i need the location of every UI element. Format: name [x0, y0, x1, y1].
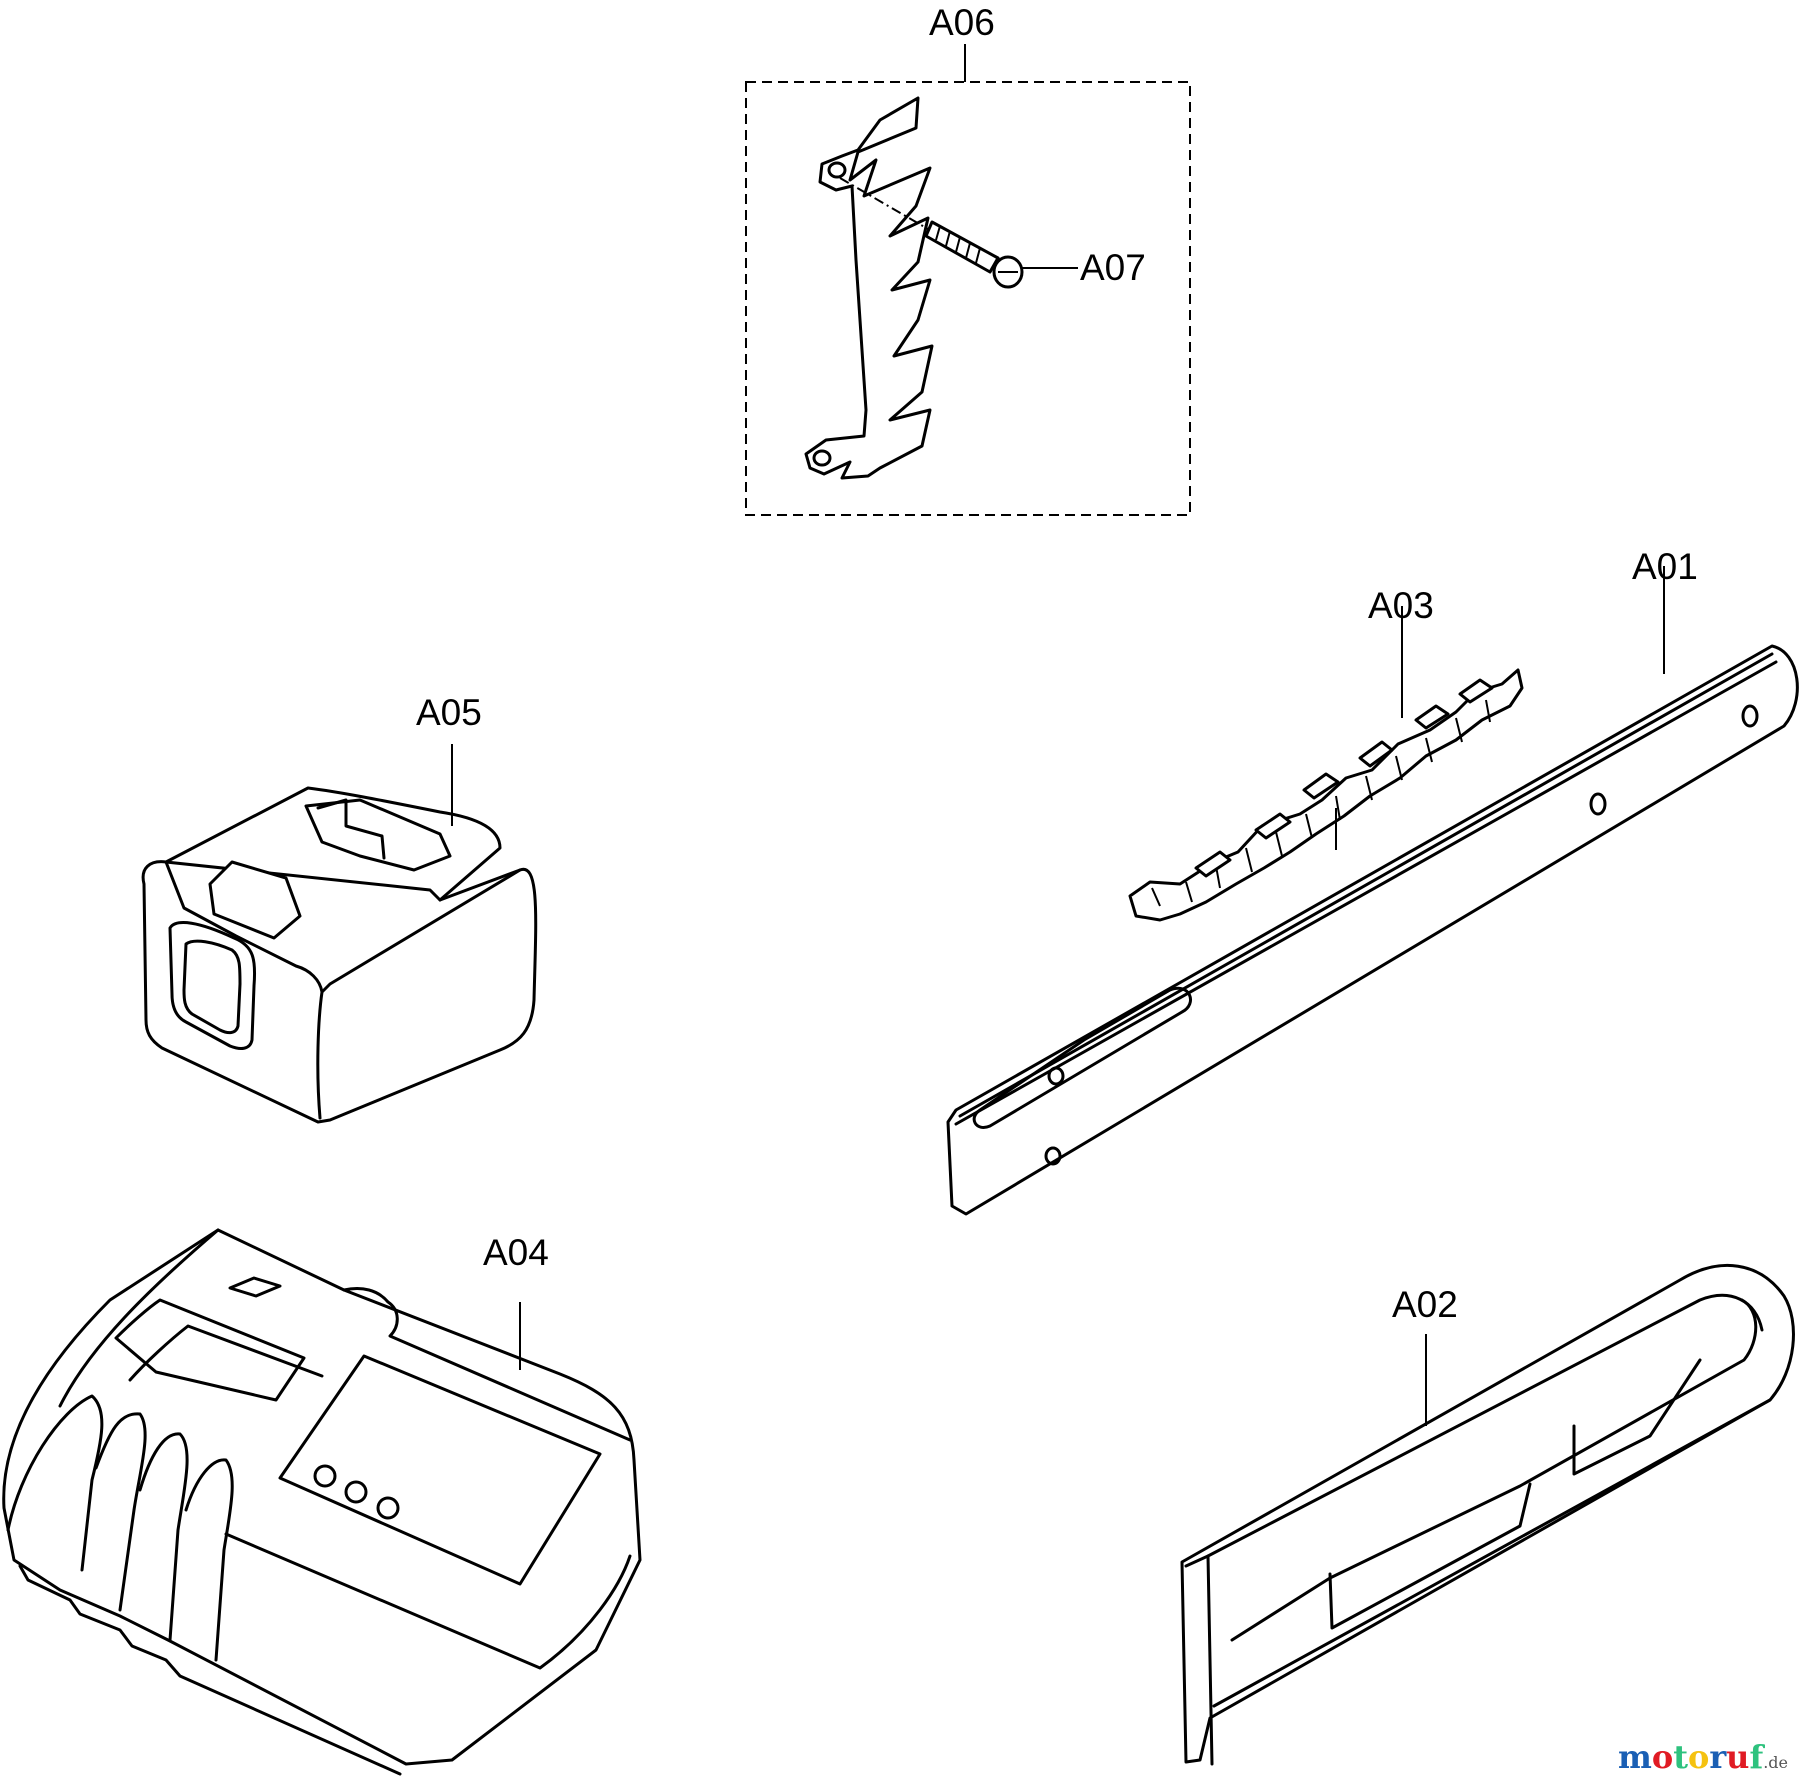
label-a06: A06 — [929, 2, 995, 43]
label-a03: A03 — [1368, 585, 1434, 626]
a07-screw — [839, 177, 1078, 289]
label-a05: A05 — [416, 692, 482, 733]
a05-battery — [141, 744, 538, 1124]
label-a07: A07 — [1080, 247, 1146, 288]
label-a02: A02 — [1392, 1284, 1458, 1325]
a03-chain — [1128, 606, 1524, 922]
a02-bar-cover — [1180, 1263, 1795, 1766]
label-a01: A01 — [1632, 546, 1698, 587]
label-a04: A04 — [483, 1232, 549, 1273]
a06-group — [745, 44, 1191, 516]
a06-spike-bumper — [804, 96, 934, 480]
brand-text: motoruf — [1617, 1738, 1764, 1776]
brand-suffix: .de — [1763, 1753, 1788, 1772]
a04-charger — [2, 1228, 642, 1776]
brand-watermark: motoruf.de — [1618, 1738, 1788, 1776]
a01-guide-bar — [946, 566, 1799, 1216]
